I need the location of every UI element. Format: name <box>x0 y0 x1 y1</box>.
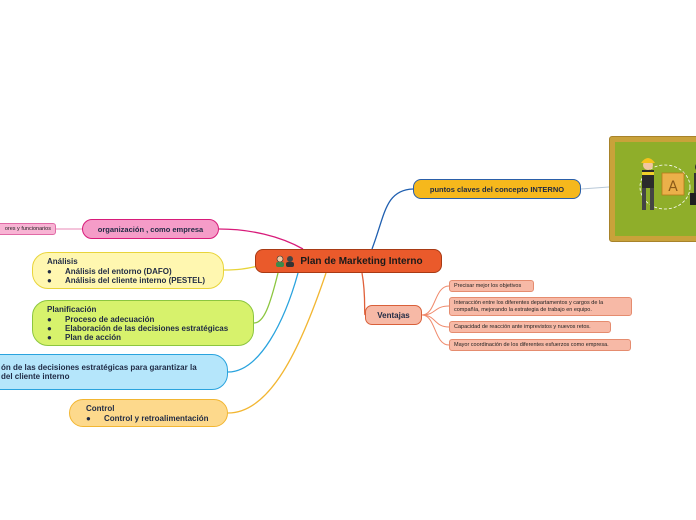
bullet-glyph: ● <box>47 275 52 285</box>
puntos-claves-node[interactable]: puntos claves del concepto INTERNO <box>413 179 581 199</box>
central-topic[interactable]: Plan de Marketing Interno <box>255 249 442 273</box>
ventaja-item-4[interactable]: Mayor coordinación de los diferentes esf… <box>449 339 631 351</box>
planificacion-bullet-2-text: Elaboración de las decisiones estratégic… <box>65 323 229 333</box>
ventaja-item-3[interactable]: Capacidad de reacción ante imprevistos y… <box>449 321 611 333</box>
puntos-claves-label: puntos claves del concepto INTERNO <box>429 184 565 194</box>
ejecucion-line-1: ón de las decisiones estratégicas para g… <box>1 363 197 372</box>
ventajas-node[interactable]: Ventajas <box>365 305 422 325</box>
workers-illustration: A <box>609 136 696 242</box>
bullet-glyph: ● <box>47 332 52 342</box>
ventaja-item-1[interactable]: Precisar mejor los objetivos <box>449 280 534 292</box>
control-node[interactable]: Control ● Control y retroalimentación <box>69 399 228 427</box>
organizacion-child-node[interactable]: ores y funcionarios <box>0 223 56 235</box>
analisis-bullet-2-text: Análisis del cliente interno (PESTEL) <box>65 275 206 285</box>
connector-puntos <box>371 188 414 250</box>
connector-ventajas-3 <box>421 314 450 328</box>
organizacion-label: organización , como empresa <box>97 224 204 234</box>
planificacion-title: Planificación <box>47 304 97 314</box>
analisis-node[interactable]: Análisis ● Análisis del entorno (DAFO) ● A… <box>32 252 224 289</box>
connector-ventajas-4 <box>421 314 450 346</box>
analisis-bullet-1: ● Análisis del entorno (DAFO) <box>47 267 209 276</box>
central-topic-label: Plan de Marketing Interno <box>300 255 423 267</box>
planificacion-bullet-3-text: Plan de acción <box>65 332 122 342</box>
ejecucion-node[interactable]: ón de las decisiones estratégicas para g… <box>0 354 228 390</box>
organizacion-node[interactable]: organización , como empresa <box>82 219 219 239</box>
control-bullet-1: ● Control y retroalimentación <box>86 414 213 423</box>
connector-ejecucion <box>227 272 299 373</box>
people-icon <box>274 255 296 267</box>
planificacion-bullet-3: ● Plan de acción <box>47 333 239 342</box>
bullet-glyph: ● <box>47 323 52 333</box>
connector-ventajas-1 <box>421 285 450 316</box>
ventaja-item-4-label: Mayor coordinación de los diferentes esf… <box>454 342 609 348</box>
bullet-glyph: ● <box>47 314 52 324</box>
control-title: Control <box>86 403 115 413</box>
bullet-glyph: ● <box>86 413 91 423</box>
analisis-bullet-2: ● Análisis del cliente interno (PESTEL) <box>47 276 209 285</box>
ejecucion-line-2: del cliente interno <box>1 372 70 381</box>
connector-control <box>227 272 327 414</box>
bullet-glyph: ● <box>47 266 52 276</box>
control-bullet-1-text: Control y retroalimentación <box>104 413 209 423</box>
ventaja-item-3-label: Capacidad de reacción ante imprevistos y… <box>454 324 591 330</box>
connector-planificacion <box>253 272 279 324</box>
planificacion-bullet-2: ● Elaboración de las decisiones estratégi… <box>47 324 239 333</box>
planificacion-bullet-1-text: Proceso de adecuación <box>65 314 155 324</box>
svg-text:A: A <box>668 179 678 195</box>
analisis-bullet-1-text: Análisis del entorno (DAFO) <box>65 266 172 276</box>
planificacion-node[interactable]: Planificación ● Proceso de adecuación ● El… <box>32 300 254 346</box>
connector-analisis <box>223 265 259 271</box>
ventaja-item-2[interactable]: Interacción entre los diferentes departa… <box>449 297 632 316</box>
ventaja-item-1-label: Precisar mejor los objetivos <box>454 283 522 289</box>
connector-puntos-image <box>580 186 610 190</box>
planificacion-bullet-1: ● Proceso de adecuación <box>47 315 239 324</box>
organizacion-child-label: ores y funcionarios <box>4 226 51 232</box>
ventaja-item-2-label: Interacción entre los diferentes departa… <box>454 300 604 314</box>
analisis-title: Análisis <box>47 256 78 266</box>
connector-ventajas <box>361 272 366 316</box>
ventajas-label: Ventajas <box>377 310 410 320</box>
connector-organizacion <box>218 228 304 250</box>
